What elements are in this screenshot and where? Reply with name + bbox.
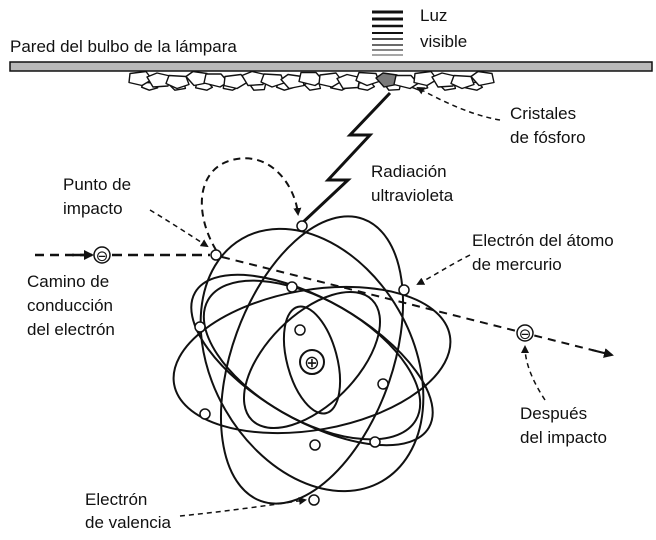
after-impact-label-line1: Después xyxy=(520,404,588,423)
electron-dot xyxy=(377,378,389,390)
phosphor-label-line2: de fósforo xyxy=(510,128,586,147)
phosphor-crystal xyxy=(393,74,419,90)
free-electron-after xyxy=(516,324,534,342)
visible-light-label-line1: Luz xyxy=(420,6,448,25)
after-impact-label-line2: del impacto xyxy=(520,428,607,447)
orbit xyxy=(199,227,425,493)
electron-dot xyxy=(294,324,306,336)
phosphor-crystal xyxy=(355,71,380,87)
phosphor-crystal xyxy=(470,70,495,87)
lamp-wall-label: Pared del bulbo de la lámpara xyxy=(10,37,237,56)
conduction-label-line1: Camino de xyxy=(27,272,110,291)
mercury-electron-label-line1: Electrón del átomo xyxy=(472,231,614,250)
electron-dot xyxy=(398,284,410,296)
free-electron-incoming-symbol: ⊖ xyxy=(96,247,109,265)
orbit xyxy=(242,290,382,430)
phosphor-crystal xyxy=(431,72,456,88)
phosphor-crystal xyxy=(165,74,190,90)
conduction-label-line3: del electrón xyxy=(27,320,115,339)
electron-dot xyxy=(194,321,206,333)
uv-label-line1: Radiación xyxy=(371,162,447,181)
orbit xyxy=(172,285,452,435)
phosphor-crystal xyxy=(450,74,475,90)
ultraviolet-radiation-bolt xyxy=(298,91,392,227)
impact-label-line1: Punto de xyxy=(63,175,132,194)
visible-light-icon xyxy=(372,10,403,56)
electron-dot xyxy=(309,439,321,451)
conduction-path-deflected xyxy=(221,256,601,353)
orbit xyxy=(282,305,342,415)
conduction-path-out-arrow xyxy=(591,348,614,358)
orbital-electrons xyxy=(194,220,410,506)
mercury-electron-pointer xyxy=(416,254,471,285)
phosphor-label-line1: Cristales xyxy=(510,104,577,123)
phosphor-crystal xyxy=(318,72,343,88)
electron-dot xyxy=(210,249,222,261)
electron-excitation-path xyxy=(200,157,302,251)
valence-label-line1: Electrón xyxy=(85,490,148,509)
nucleus xyxy=(299,349,325,375)
after-impact-pointer xyxy=(521,345,546,401)
phosphor-crystal xyxy=(260,73,285,88)
phosphor-pointer xyxy=(416,87,501,121)
lamp-wall xyxy=(9,61,653,72)
free-electron-after-symbol: ⊖ xyxy=(519,325,532,343)
impact-label-line2: impacto xyxy=(63,199,123,218)
phosphor-crystal xyxy=(223,73,248,90)
phosphor-crystals xyxy=(128,70,495,91)
valence-label-line2: de valencia xyxy=(85,513,172,532)
uv-label-line2: ultravioleta xyxy=(371,186,454,205)
orbit xyxy=(202,279,422,441)
label-pointers xyxy=(149,87,546,517)
phosphor-crystal xyxy=(128,70,153,87)
mercury-electron-label-line2: de mercurio xyxy=(472,255,562,274)
electron-dot xyxy=(199,408,211,420)
phosphor-crystal xyxy=(413,70,438,87)
electron-dot xyxy=(308,494,320,506)
electron-dot xyxy=(296,220,308,232)
valence-pointer xyxy=(179,496,307,517)
nucleus-symbol: ⊕ xyxy=(304,352,320,374)
impact-pointer xyxy=(149,209,209,248)
visible-light-label-line2: visible xyxy=(420,32,468,51)
free-electron-incoming xyxy=(93,246,111,264)
electron-dot xyxy=(369,436,381,448)
conduction-label-line2: conducción xyxy=(27,296,114,315)
electron-dot xyxy=(286,281,298,293)
